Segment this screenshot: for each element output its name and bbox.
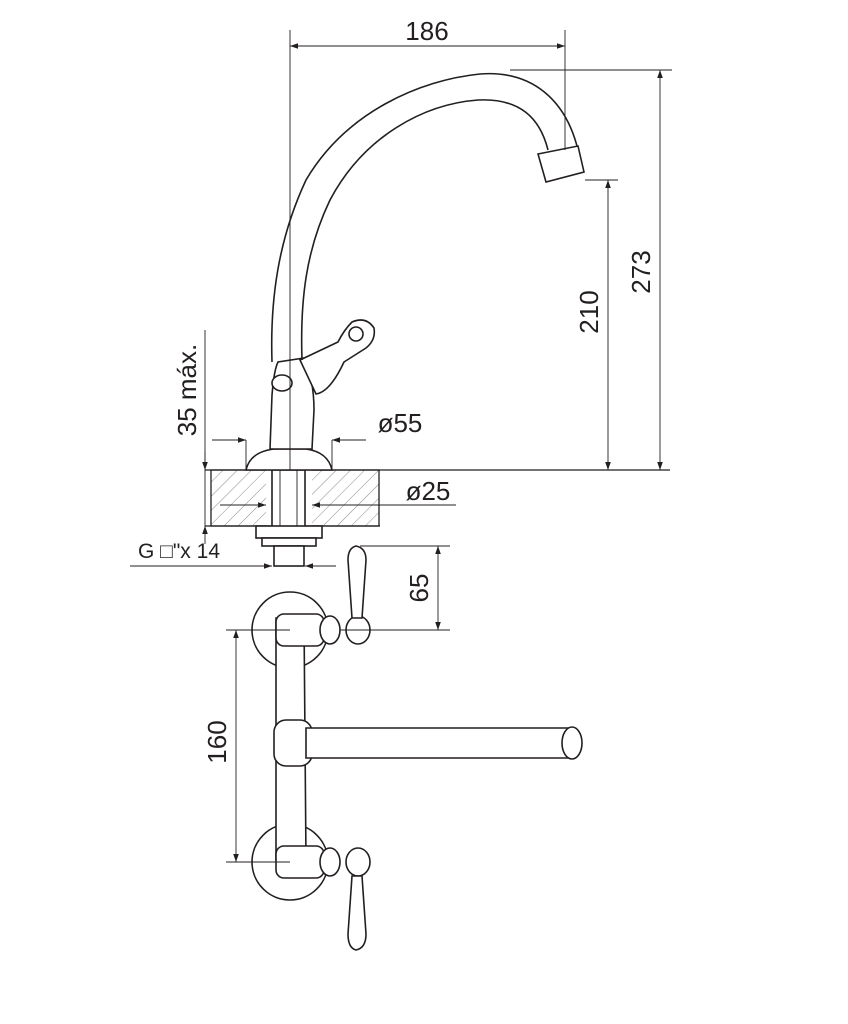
spout-inner <box>300 99 549 361</box>
wall-faucet: 65 160 <box>202 545 583 951</box>
dim-thread-spec: G □"x 14 <box>138 540 220 563</box>
bottom-lever <box>347 875 367 951</box>
dim-spout-reach: 186 <box>405 16 448 46</box>
top-lever <box>347 545 367 619</box>
dim-base-diameter: ø55 <box>378 408 423 438</box>
dim-valve-spacing: 160 <box>202 720 232 763</box>
aerator <box>536 145 585 183</box>
lock-nut <box>255 525 323 539</box>
dim-total-height: 273 <box>626 250 656 293</box>
spout-outer <box>270 72 579 363</box>
connector <box>273 545 305 567</box>
horizontal-spout <box>305 727 577 759</box>
dim-hole-diameter: ø25 <box>406 476 451 506</box>
dim-max-deck-thickness: 35 máx. <box>172 344 202 437</box>
base-flange <box>245 448 333 471</box>
dim-handle-height: 65 <box>404 574 434 603</box>
dim-outlet-height: 210 <box>574 290 604 333</box>
deck-faucet: 186 273 210 35 máx. ø55 ø25 G □"x 14 <box>130 16 672 569</box>
